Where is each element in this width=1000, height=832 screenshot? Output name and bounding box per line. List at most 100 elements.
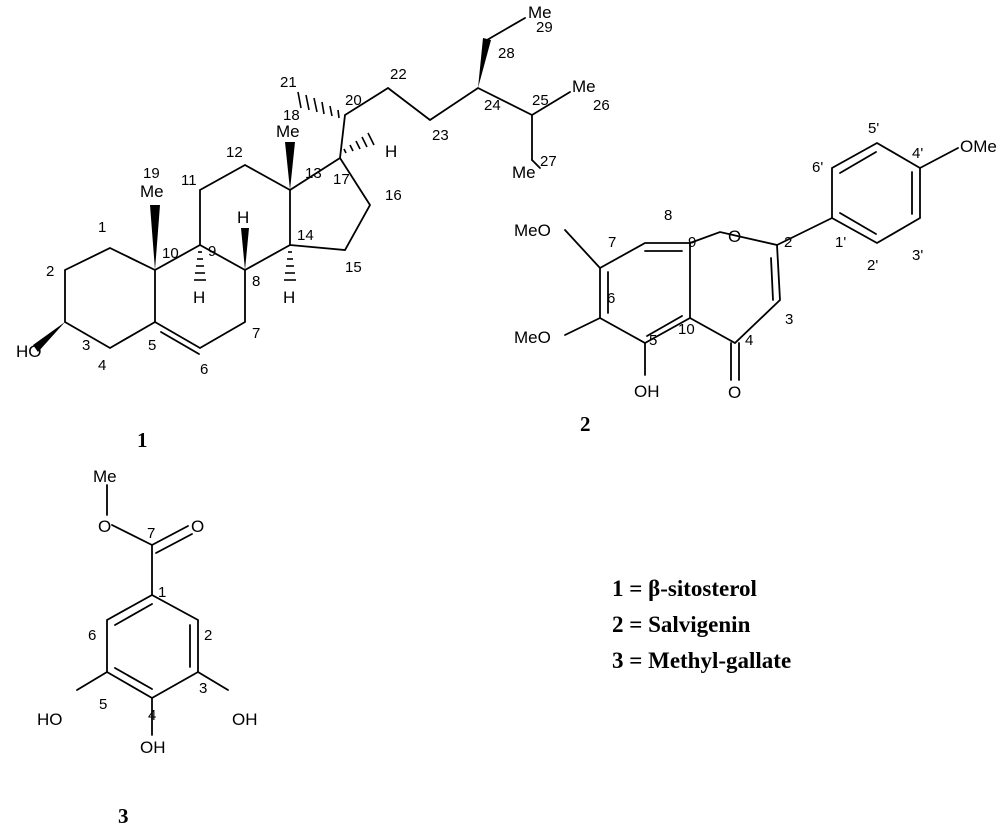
locant-1-19: 19 [143, 165, 160, 182]
salvigenin-ring-c [689, 231, 781, 345]
legend-3-id: 3 [612, 648, 624, 673]
locant-1-5: 5 [148, 337, 156, 354]
locant-1-27: 27 [540, 153, 557, 170]
salvigenin-ring-b-db1 [839, 151, 877, 174]
locant-2-1p: 1' [835, 234, 846, 251]
c27-tail [531, 159, 541, 169]
locant-1-23: 23 [432, 127, 449, 144]
methylgallate-me-label: Me [93, 467, 117, 486]
c18-me-label: Me [276, 122, 300, 141]
legend-entry-1: 1 = β-sitosterol [612, 576, 757, 601]
salvigenin-c6-ome: MeO [514, 328, 551, 347]
locant-1-14: 14 [297, 227, 314, 244]
salvigenin-c2-c1p-bond [776, 217, 833, 246]
locant-1-7: 7 [252, 325, 260, 342]
ring-d-bonds [289, 156, 372, 251]
legend-1-sep: = [624, 576, 649, 601]
locant-1-11: 11 [181, 172, 197, 189]
compound-2-number: 2 [580, 412, 591, 436]
salvigenin-ring-b [831, 141, 921, 245]
locant-1-18: 18 [283, 107, 300, 124]
c19-wedge [150, 205, 160, 270]
locant-1-28: 28 [498, 45, 515, 62]
salvigenin-c4p-ome: OMe [960, 137, 997, 156]
c21-hash [297, 91, 340, 119]
c18-wedge [285, 142, 295, 190]
locant-2-4p: 4' [912, 145, 923, 162]
locant-1-2: 2 [46, 263, 54, 280]
locant-2-3: 3 [785, 311, 793, 328]
locant-2-6: 6 [607, 290, 615, 307]
locant-1-15: 15 [345, 259, 362, 276]
c27-me-label: Me [512, 163, 536, 182]
ring-a-bonds [64, 246, 156, 350]
locant-2-2p: 2' [867, 257, 878, 274]
c29-me-label: Me [528, 3, 552, 22]
locant-1-10: 10 [162, 245, 179, 262]
compound-2-salvigenin: O O OH MeO MeO OMe 2 3 4 5 6 7 8 9 10 1'… [514, 120, 997, 436]
legend-2-name: Salvigenin [648, 612, 750, 637]
methylgallate-ring [106, 593, 199, 700]
locant-1-25: 25 [532, 92, 549, 109]
salvigenin-ring-a-db2 [646, 315, 683, 337]
locant-2-8: 8 [664, 207, 672, 224]
locant-1-8: 8 [252, 273, 260, 290]
c9-h-label: H [193, 288, 205, 307]
methylgallate-c4-oh: OH [140, 738, 166, 757]
c9-h-hash [194, 251, 206, 281]
locant-1-16: 16 [385, 187, 402, 204]
locant-1-17: 17 [333, 171, 350, 188]
locant-3-2: 2 [204, 627, 212, 644]
c14-h-label: H [283, 288, 295, 307]
c17-h-label: H [385, 142, 397, 161]
methylgallate-carbonyl-o: O [191, 517, 204, 536]
methylgallate-ring-db3 [114, 603, 153, 626]
locant-2-5: 5 [649, 332, 657, 349]
locant-1-21: 21 [280, 74, 297, 91]
locant-3-4: 4 [148, 707, 156, 724]
methylgallate-c5-oh-bond [76, 671, 108, 691]
compound-3-methylgallate: Me O O HO OH OH 1 2 3 4 5 6 7 3 [37, 467, 258, 828]
legend-3-sep: = [624, 648, 649, 673]
locant-2-4: 4 [745, 332, 753, 349]
methylgallate-c3-oh: OH [232, 710, 258, 729]
c28-wedge [478, 38, 491, 88]
locant-3-5: 5 [99, 696, 107, 713]
ring-b-bonds [154, 243, 246, 350]
locant-3-7: 7 [147, 525, 155, 542]
c8-h-wedge [241, 228, 249, 270]
locant-1-26: 26 [593, 97, 610, 114]
c3-oh-wedge [33, 322, 65, 352]
legend-entry-2: 2 = Salvigenin [612, 612, 751, 637]
locant-1-4: 4 [98, 357, 106, 374]
c5-c6-double-bond [160, 331, 200, 355]
locant-1-13: 13 [305, 165, 322, 182]
c26-me-label: Me [572, 77, 596, 96]
locant-3-6: 6 [88, 627, 96, 644]
c3-oh-label: HO [16, 342, 42, 361]
legend-1-id: 1 [612, 576, 624, 601]
compound-3-number: 3 [118, 804, 129, 827]
legend-entry-3: 3 = Methyl-gallate [612, 648, 791, 673]
locant-3-1: 1 [158, 584, 166, 601]
salvigenin-carbonyl-o: O [728, 383, 741, 402]
salvigenin-c2-c3-double [770, 257, 774, 301]
locant-2-10: 10 [678, 321, 695, 338]
c17-h-hash [343, 132, 375, 154]
methylgallate-c7-o-bond-a [151, 525, 189, 546]
c8-h-label: H [237, 208, 249, 227]
methylgallate-c7-o-bond [111, 524, 153, 546]
legend: 1 = β-sitosterol 2 = Salvigenin 3 = Meth… [612, 576, 791, 673]
locant-1-9: 9 [208, 243, 216, 260]
locant-1-24: 24 [484, 97, 501, 114]
locant-3-3: 3 [199, 680, 207, 697]
salvigenin-c4p-ome-bond [919, 147, 959, 169]
legend-2-id: 2 [612, 612, 624, 637]
salvigenin-c6-ome-bond [564, 317, 601, 336]
legend-3-name: Methyl-gallate [648, 648, 791, 673]
c28-c29-bond [486, 17, 526, 41]
locant-1-1: 1 [98, 219, 106, 236]
salvigenin-c7-ome: MeO [514, 221, 551, 240]
